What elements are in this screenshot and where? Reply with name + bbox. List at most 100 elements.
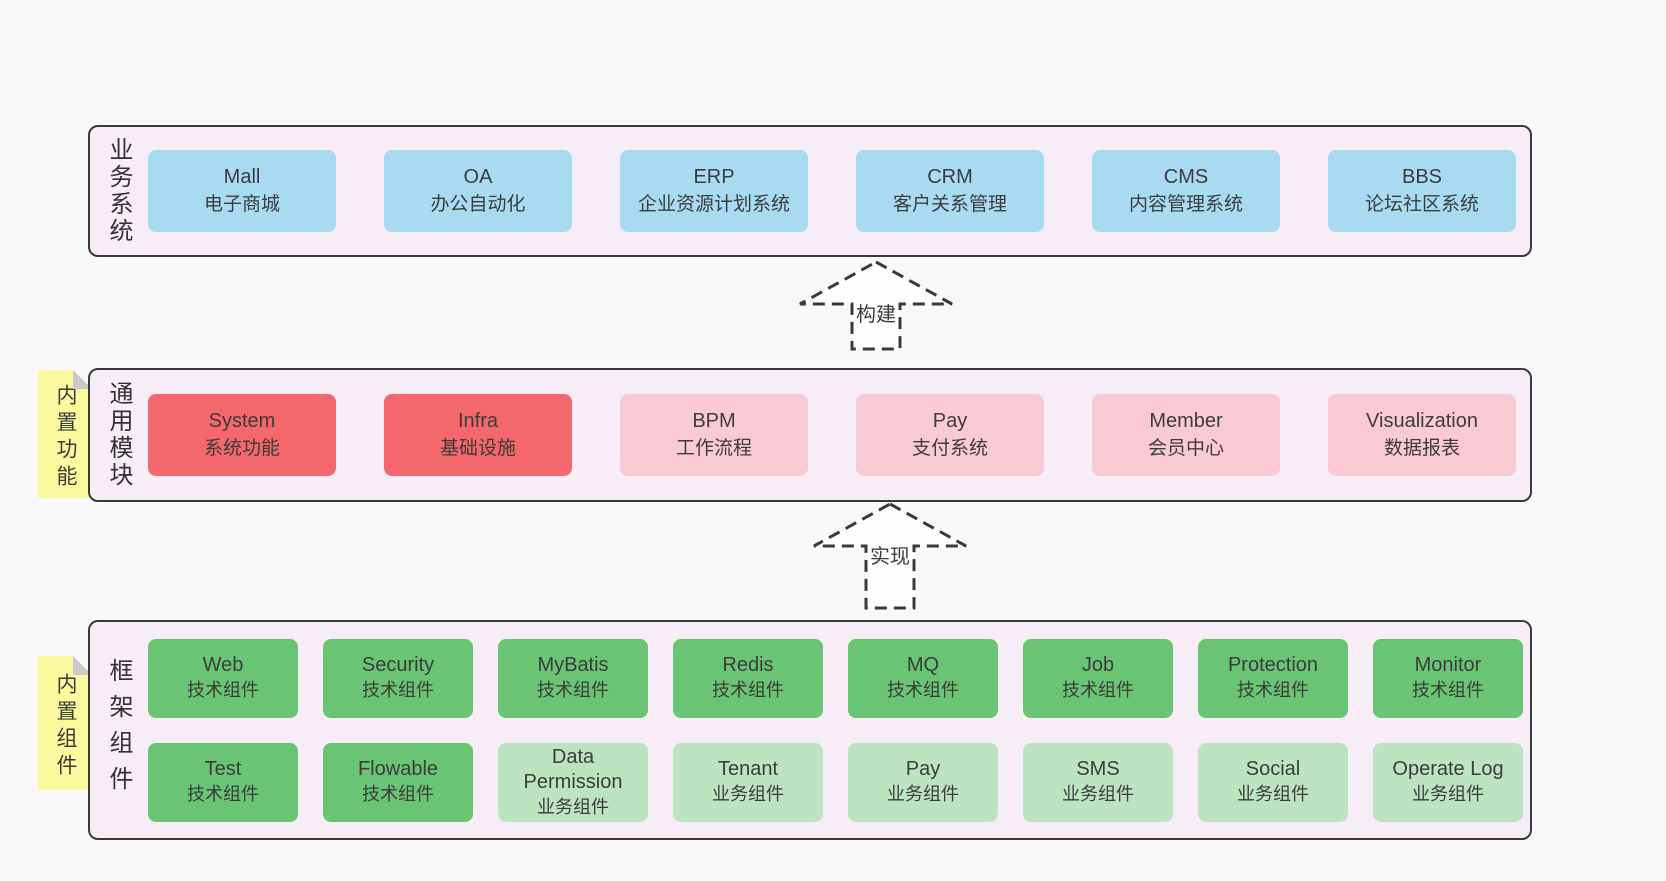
box-tenant: Tenant 业务组件 [673,742,823,822]
box-subtitle: 技术组件 [712,680,784,700]
box-subtitle: 业务组件 [1237,784,1309,804]
box-subtitle: 系统功能 [203,438,280,459]
box-test: Test 技术组件 [148,742,298,822]
box-subtitle: 业务组件 [1062,784,1134,804]
framework-row-1: Web 技术组件 Security 技术组件 MyBatis 技术组件 Redi… [148,638,1523,718]
box-subtitle: 会员中心 [1147,438,1224,459]
box-subtitle: 技术组件 [362,784,434,804]
box-sms: SMS 业务组件 [1023,742,1173,822]
note-label: 内置组件 [54,673,77,781]
box-title: Protection [1227,654,1319,676]
box-title: Operate Log [1392,758,1504,780]
box-title: Tenant [717,758,779,780]
common-boxes: System 系统功能 Infra 基础设施 BPM 工作流程 Pay 支付系统… [148,394,1516,476]
arrow-build-up: 构建 [796,258,956,358]
box-social: Social 业务组件 [1198,742,1348,822]
box-title: Monitor [1414,654,1482,676]
sticky-note-built-in-components: 内置组件 [38,656,92,790]
box-web: Web 技术组件 [148,638,298,718]
box-mall: Mall 电子商城 [148,150,336,232]
box-title: Security [361,654,435,676]
box-job: Job 技术组件 [1023,638,1173,718]
box-title: Test [204,758,242,780]
box-visualization: Visualization 数据报表 [1328,394,1516,476]
box-redis: Redis 技术组件 [673,638,823,718]
business-boxes: Mall 电子商城 OA 办公自动化 ERP 企业资源计划系统 CRM 客户关系… [148,150,1516,232]
box-bbs: BBS 论坛社区系统 [1328,150,1516,232]
box-subtitle: 技术组件 [1412,680,1484,700]
box-title: Web [202,654,244,676]
box-subtitle: 技术组件 [362,680,434,700]
band-label-common-modules: 通用模块 [105,381,132,489]
box-title: BBS [1401,166,1443,188]
box-subtitle: 业务组件 [1412,784,1484,804]
note-label: 内置功能 [54,384,77,492]
box-mybatis: MyBatis 技术组件 [498,638,648,718]
box-oa: OA 办公自动化 [384,150,572,232]
box-subtitle: 技术组件 [887,680,959,700]
box-subtitle: 基础设施 [439,438,516,459]
box-bpm: BPM 工作流程 [620,394,808,476]
box-mq: MQ 技术组件 [848,638,998,718]
box-title: ERP [693,166,735,188]
box-subtitle: 业务组件 [712,784,784,804]
box-subtitle: 电子商城 [203,194,280,215]
arrow-label: 实现 [870,545,910,568]
box-operate-log: Operate Log 业务组件 [1373,742,1523,822]
box-security: Security 技术组件 [323,638,473,718]
box-title: Infra [457,410,499,432]
box-title: Social [1245,758,1301,780]
box-monitor: Monitor 技术组件 [1373,638,1523,718]
box-system: System 系统功能 [148,394,336,476]
box-title: OA [463,166,493,188]
box-title: Job [1081,654,1115,676]
box-title: Visualization [1366,410,1478,432]
box-pay-component: Pay 业务组件 [848,742,998,822]
box-subtitle: 技术组件 [1237,680,1309,700]
box-subtitle: 技术组件 [187,784,259,804]
box-subtitle: 企业资源计划系统 [637,194,790,215]
box-subtitle: 工作流程 [675,438,752,459]
box-title: SMS [1076,758,1120,780]
box-subtitle: 业务组件 [887,784,959,804]
arrow-outline [813,502,967,610]
box-cms: CMS 内容管理系统 [1092,150,1280,232]
box-subtitle: 办公自动化 [430,194,526,215]
box-subtitle: 论坛社区系统 [1364,194,1479,215]
band-business-systems: 业务系统 Mall 电子商城 OA 办公自动化 ERP 企业资源计划系统 CRM… [88,125,1532,257]
box-title: BPM [692,410,736,432]
box-title: Redis [722,654,774,676]
box-title: MyBatis [537,654,609,676]
box-subtitle: 业务组件 [537,796,609,817]
box-title: Pay [932,410,968,432]
band-label-framework-components: 框架组件 [105,658,132,802]
box-title: Mall [223,166,261,188]
box-subtitle: 内容管理系统 [1128,194,1243,215]
box-protection: Protection 技术组件 [1198,638,1348,718]
box-subtitle: 客户关系管理 [892,194,1007,215]
box-subtitle: 技术组件 [187,680,259,700]
box-title: Flowable [357,758,439,780]
box-erp: ERP 企业资源计划系统 [620,150,808,232]
box-pay-system: Pay 支付系统 [856,394,1044,476]
arrow-label: 构建 [856,303,896,326]
box-title: System [208,410,276,432]
box-crm: CRM 客户关系管理 [856,150,1044,232]
box-title: Member [1149,410,1223,432]
band-label-business-systems: 业务系统 [105,137,132,245]
box-subtitle: 支付系统 [911,438,988,459]
box-member: Member 会员中心 [1092,394,1280,476]
box-title: CMS [1163,166,1209,188]
box-subtitle: 技术组件 [1062,680,1134,700]
box-title: Data Permission [523,745,623,793]
arrow-outline [799,260,953,351]
box-title: Pay [905,758,941,780]
box-infra: Infra 基础设施 [384,394,572,476]
band-common-modules: 通用模块 System 系统功能 Infra 基础设施 BPM 工作流程 Pay… [88,368,1532,502]
box-subtitle: 技术组件 [537,680,609,700]
box-data-permission: Data Permission 业务组件 [498,742,648,822]
band-framework-components: 框架组件 Web 技术组件 Security 技术组件 MyBatis 技术组件… [88,620,1532,840]
box-subtitle: 数据报表 [1383,438,1460,459]
framework-rows: Web 技术组件 Security 技术组件 MyBatis 技术组件 Redi… [148,638,1523,822]
